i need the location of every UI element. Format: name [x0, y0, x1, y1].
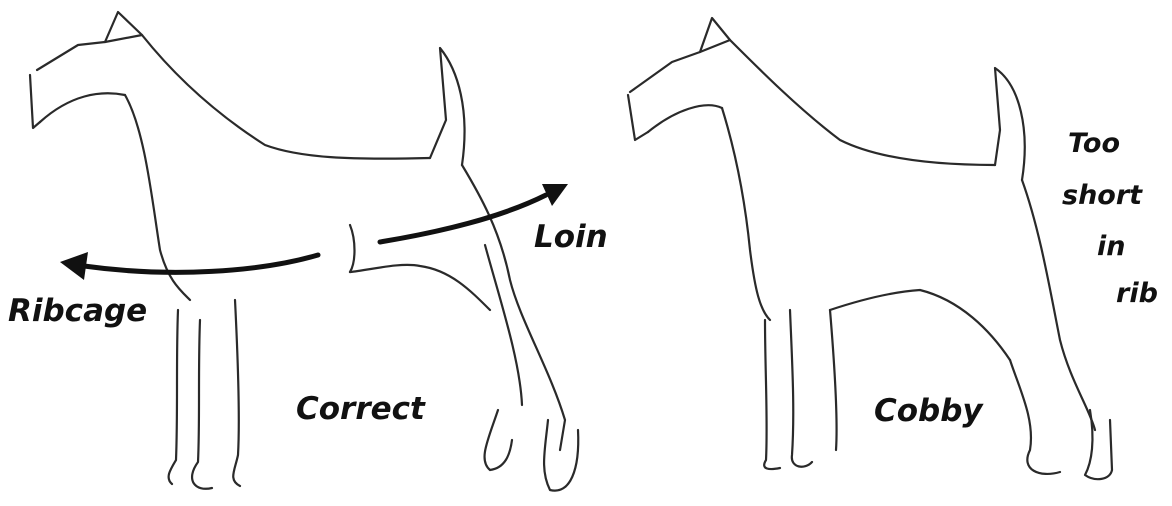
ribcage-arrow [60, 252, 318, 280]
cobby-dog-rear [1022, 180, 1095, 430]
cobby-dog-skull [630, 52, 700, 92]
cobby-dog-jaw [648, 105, 722, 132]
cobby-caption: Cobby [874, 396, 983, 427]
cobby-dog-back [730, 40, 995, 165]
cobby-dog-tail [995, 68, 1025, 180]
correct-dog-belly [350, 265, 490, 310]
note-line-rib: rib [1116, 280, 1158, 307]
cobby-dog-front-leg-3 [830, 310, 837, 450]
cobby-dog-muzzle [628, 95, 648, 140]
correct-dog-thigh [485, 245, 522, 405]
cobby-dog-front-leg-1 [764, 320, 780, 469]
correct-dog-front-leg-3 [233, 300, 240, 486]
correct-dog-ear [105, 12, 142, 42]
note-line-in: in [1097, 233, 1125, 260]
correct-caption: Correct [296, 394, 425, 425]
correct-dog-tail [430, 48, 465, 165]
cobby-dog-hind-leg [1010, 360, 1060, 474]
correct-dog-skull [37, 42, 105, 70]
correct-dog-hind-paw [485, 410, 512, 470]
ribcage-arrow-head [60, 252, 88, 280]
cobby-dog-outline [628, 18, 1112, 479]
cobby-dog-front-leg-2 [790, 310, 812, 467]
loin-label: Loin [534, 222, 608, 253]
correct-dog-back [142, 35, 430, 159]
cobby-dog-hind-leg-far [1085, 410, 1112, 479]
cobby-dog-belly [830, 290, 1010, 360]
correct-dog-front-leg-1 [169, 310, 178, 484]
note-line-short: short [1062, 182, 1142, 209]
note-line-too: Too [1068, 130, 1120, 157]
ribcage-arrow-line [84, 255, 318, 272]
correct-dog-front-leg-2 [192, 320, 212, 489]
ribcage-label: Ribcage [8, 296, 147, 327]
cobby-dog-ear [700, 18, 730, 52]
correct-dog-jaw [40, 93, 125, 122]
correct-dog-hind-paw-far [544, 420, 578, 491]
correct-dog-rib-end [350, 225, 355, 272]
cobby-dog-chest [722, 108, 770, 320]
loin-arrow-line [380, 195, 546, 242]
correct-dog-muzzle [30, 75, 40, 128]
